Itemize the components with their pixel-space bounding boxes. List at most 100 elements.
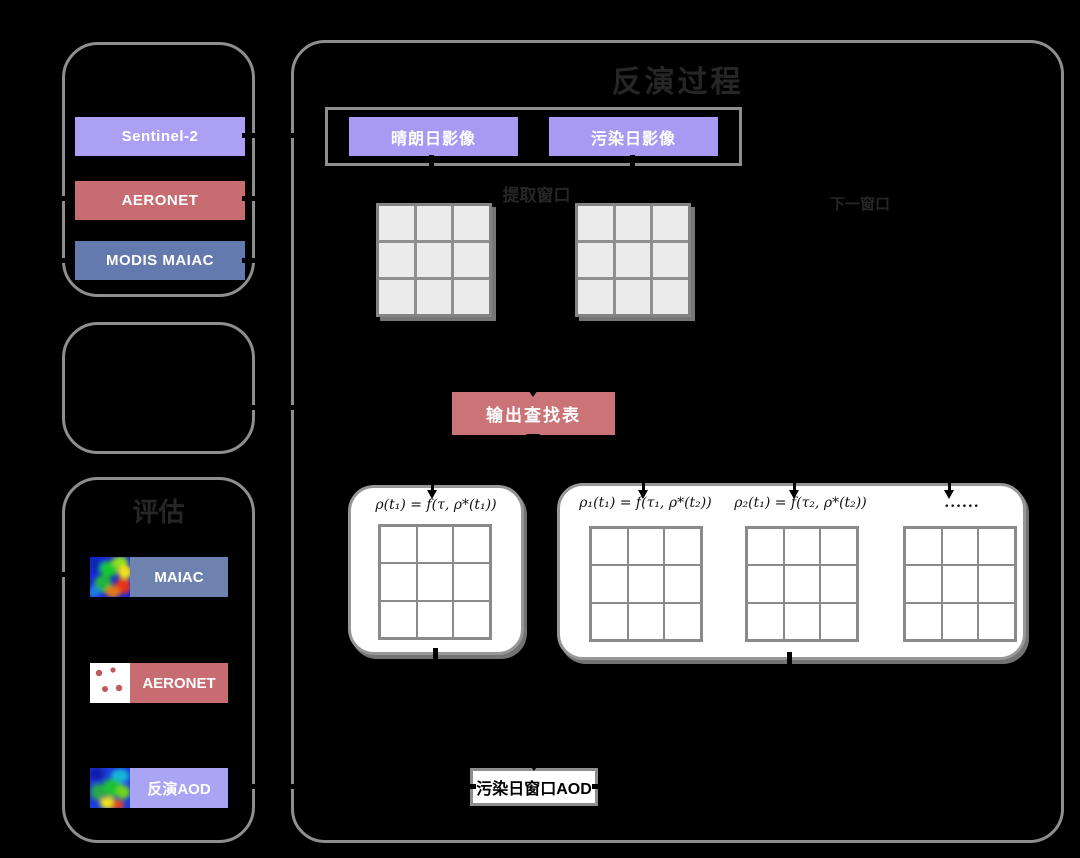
arrow-to-polluted-formula-1 <box>638 470 648 499</box>
grid-cell <box>748 603 783 639</box>
arrowhead-out-of-lookup-table <box>526 434 540 444</box>
retrieved-aod-map-thumbnail <box>90 768 130 808</box>
grid-cell <box>784 566 820 602</box>
clear-day-result-container: ρ(t₁) = f(τ, ρ*(t₁)) <box>348 485 524 655</box>
lookup-table-label: 输出查找表 <box>486 406 581 425</box>
grid-cell <box>821 603 856 639</box>
modis-maiac-label: MODIS MAIAC <box>106 252 214 269</box>
grid-cell <box>592 529 627 565</box>
grid-cell <box>748 529 783 565</box>
connector-stub <box>592 784 606 789</box>
grid-cell <box>628 603 664 639</box>
grid-cell <box>416 243 452 277</box>
grid-cell <box>417 564 453 600</box>
eval-row-retrieved-aod: 反演AOD <box>90 768 228 808</box>
grid-cell <box>665 603 700 639</box>
aeronet-stations-thumbnail <box>90 663 130 703</box>
clear-day-result-grid <box>378 524 492 640</box>
arrow-to-ellipsis <box>944 470 954 499</box>
grid-cell <box>653 243 688 277</box>
polluted-day-image-box: 污染日影像 <box>549 117 718 156</box>
grid-cell <box>381 527 416 563</box>
connector-stub <box>55 258 69 263</box>
inversion-process-panel: 反演过程 晴朗日影像 污染日影像 提取窗口 下一窗口 输出查找表 ρ(t₁) =… <box>291 40 1064 843</box>
connector-stub <box>55 572 69 577</box>
grid-cell <box>653 206 688 240</box>
connector-stub <box>55 196 69 201</box>
grid-cell <box>615 280 651 314</box>
clear-day-image-box: 晴朗日影像 <box>349 117 518 156</box>
grid-cell <box>906 603 941 639</box>
grid-cell <box>454 601 489 637</box>
grid-cell <box>906 529 941 565</box>
input-images-group: 晴朗日影像 污染日影像 <box>325 107 742 166</box>
connector-stub <box>246 784 260 789</box>
grid-cell <box>942 529 978 565</box>
arrow-to-clear-formula <box>427 470 437 499</box>
connector-stub <box>242 196 256 201</box>
grid-cell <box>454 206 489 240</box>
polluted-window-aod-label: 污染日窗口AOD <box>476 781 592 798</box>
connector-stub <box>284 133 298 138</box>
grid-cell <box>821 566 856 602</box>
eval-aeronet-label: AERONET <box>130 663 228 703</box>
grid-cell <box>906 566 941 602</box>
grid-cell <box>417 527 453 563</box>
connector-stub <box>284 405 298 410</box>
grid-cell <box>979 603 1014 639</box>
grid-cell <box>417 601 453 637</box>
modis-maiac-box: MODIS MAIAC <box>75 241 245 280</box>
sentinel2-label: Sentinel-2 <box>121 128 199 145</box>
polluted-window-aod-box: 污染日窗口AOD <box>470 768 598 806</box>
grid-cell <box>821 529 856 565</box>
grid-cell <box>379 280 414 314</box>
grid-cell <box>578 206 613 240</box>
arrowhead-into-lookup-table <box>526 387 540 397</box>
arrow-to-polluted-formula-2 <box>789 470 799 499</box>
connector-stub <box>242 258 256 263</box>
grid-cell <box>381 564 416 600</box>
connector-stub <box>246 405 260 410</box>
aeronet-box: AERONET <box>75 181 245 220</box>
eval-retrieved-aod-label: 反演AOD <box>130 768 228 808</box>
grid-cell <box>615 243 651 277</box>
grid-cell <box>454 564 489 600</box>
sentinel2-box: Sentinel-2 <box>75 117 245 156</box>
eval-maiac-label: MAIAC <box>130 557 228 597</box>
grid-cell <box>665 529 700 565</box>
grid-cell <box>592 603 627 639</box>
grid-cell <box>628 566 664 602</box>
grid-cell <box>454 527 489 563</box>
polluted-day-window-grid <box>575 203 691 317</box>
maiac-aod-map-thumbnail <box>90 557 130 597</box>
next-window-label: 下一窗口 <box>830 196 891 213</box>
polluted-formula-2: ρ₂(t₁) = f(τ₂, ρ*(t₂)) <box>734 495 867 511</box>
extract-window-label: 提取窗口 <box>502 186 571 205</box>
grid-cell <box>979 529 1014 565</box>
clear-day-formula: ρ(t₁) = f(τ, ρ*(t₁)) <box>375 497 497 513</box>
grid-cell <box>665 566 700 602</box>
polluted-day-image-label: 污染日影像 <box>590 130 676 148</box>
polluted-day-result-container: ρ₁(t₁) = f(τ₁, ρ*(t₂)) ρ₂(t₁) = f(τ₂, ρ*… <box>557 483 1026 660</box>
grid-cell <box>942 566 978 602</box>
connector-stub <box>429 155 434 168</box>
lookup-table-box: 输出查找表 <box>452 392 615 435</box>
grid-cell <box>454 280 489 314</box>
connector-stub <box>284 784 298 789</box>
data-sources-panel: Sentinel-2 AERONET MODIS MAIAC <box>62 42 255 297</box>
grid-cell <box>454 243 489 277</box>
grid-cell <box>578 243 613 277</box>
grid-cell <box>628 529 664 565</box>
clear-day-image-label: 晴朗日影像 <box>390 130 476 148</box>
polluted-formula-1: ρ₁(t₁) = f(τ₁, ρ*(t₂)) <box>579 495 712 511</box>
polluted-result-grid-2 <box>745 526 859 642</box>
evaluation-panel: 评估 MAIAC <box>62 477 255 843</box>
ellipsis-label: ...... <box>944 495 980 511</box>
inversion-process-title: 反演过程 <box>611 66 744 99</box>
connector-stub <box>462 784 476 789</box>
grid-cell <box>979 566 1014 602</box>
grid-cell <box>748 566 783 602</box>
connector-stub <box>787 652 792 665</box>
grid-cell <box>578 280 613 314</box>
polluted-result-grid-1 <box>589 526 703 642</box>
